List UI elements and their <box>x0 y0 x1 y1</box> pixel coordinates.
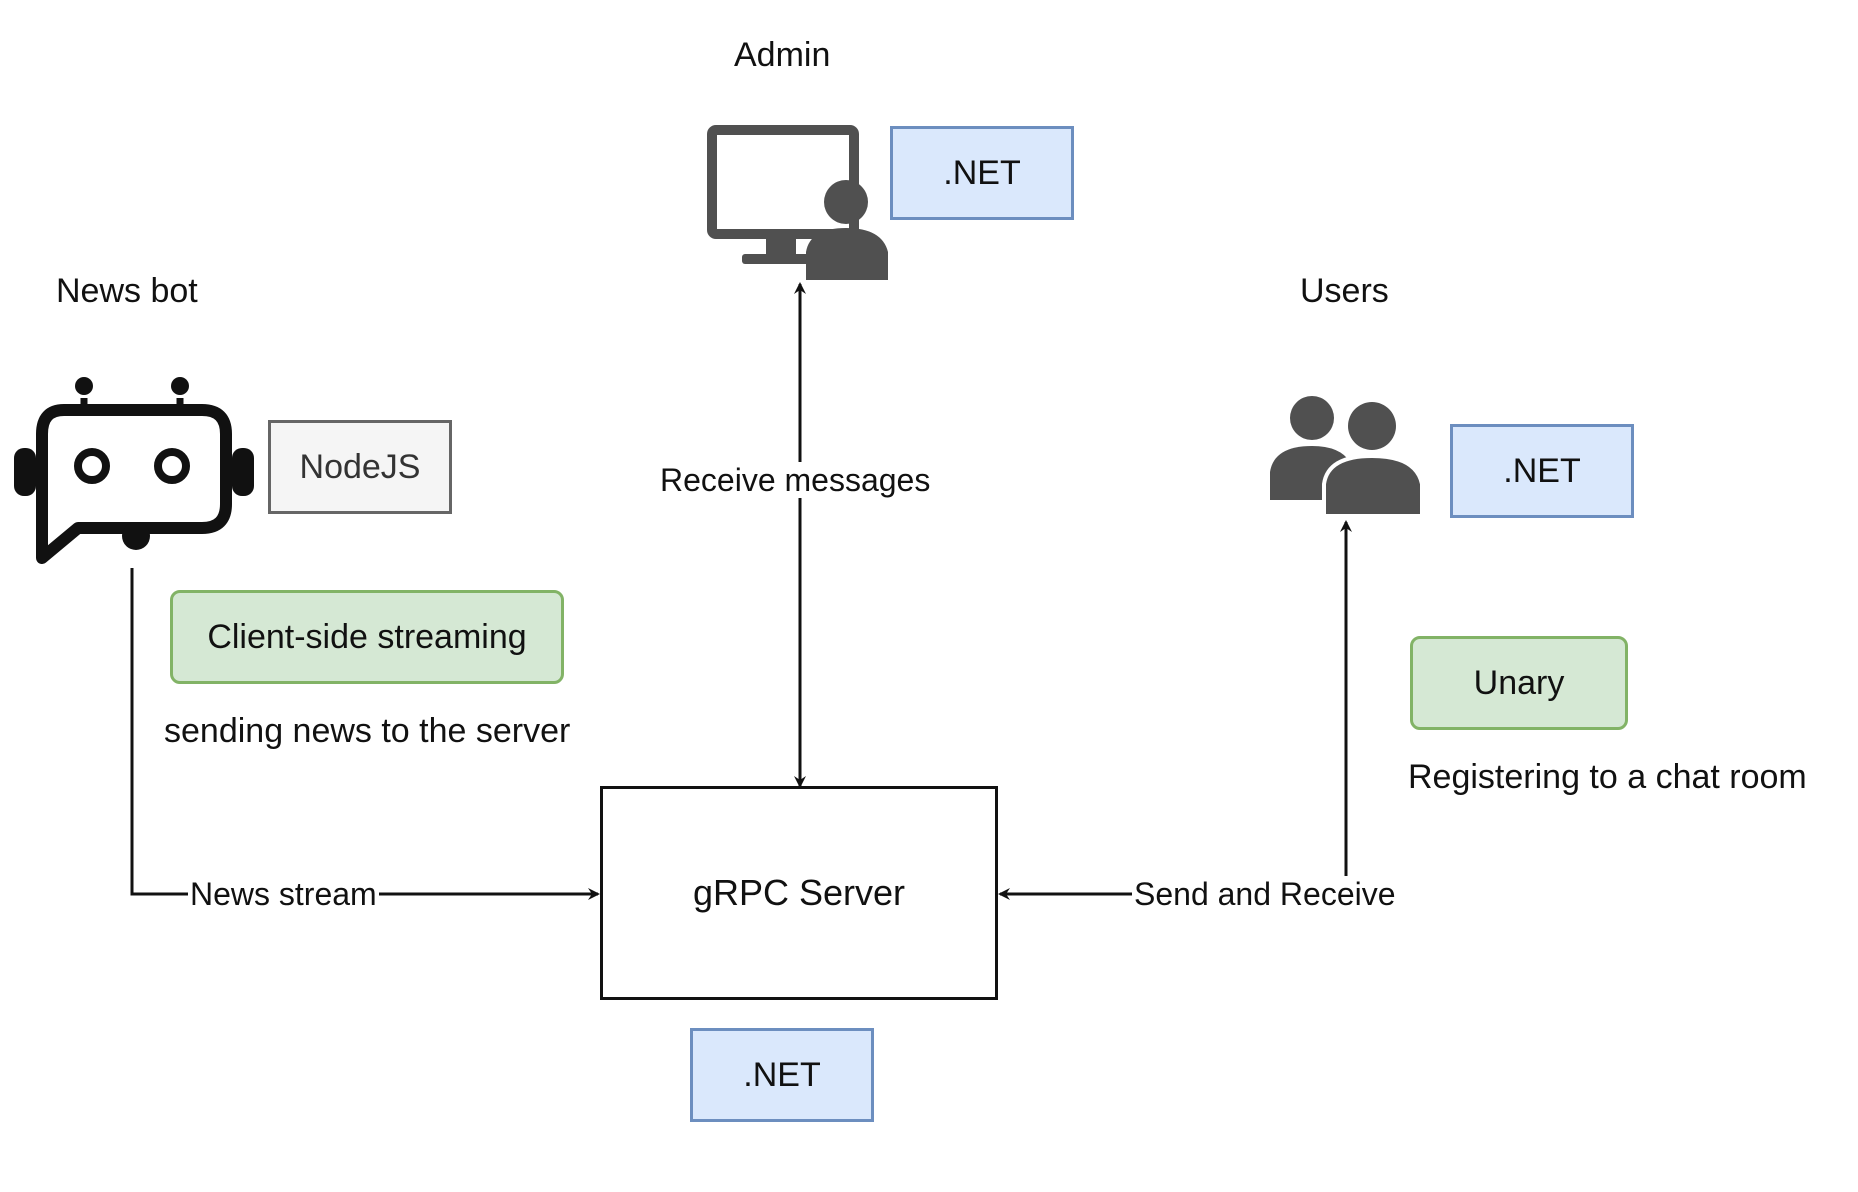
send-receive-arrow <box>998 520 1352 900</box>
grpc-server-box: gRPC Server <box>600 786 998 1000</box>
users-rpc-type-badge: Unary <box>1410 636 1628 730</box>
news-bot-title: News bot <box>56 272 198 310</box>
news-stream-label: News stream <box>188 876 379 912</box>
admin-title: Admin <box>734 36 831 74</box>
receive-messages-label: Receive messages <box>658 462 933 498</box>
send-receive-label: Send and Receive <box>1132 876 1398 912</box>
admin-computer-user-icon <box>707 125 888 280</box>
server-tech-badge: .NET <box>690 1028 874 1122</box>
users-group-icon <box>1270 396 1424 518</box>
news-stream-arrow <box>130 568 600 900</box>
chat-bot-icon <box>14 377 254 564</box>
news-bot-tech-badge: NodeJS <box>268 420 452 514</box>
users-tech-badge: .NET <box>1450 424 1634 518</box>
users-title: Users <box>1300 272 1389 310</box>
users-rpc-description: Registering to a chat room <box>1408 758 1807 796</box>
news-rpc-type-badge: Client-side streaming <box>170 590 564 684</box>
admin-tech-badge: .NET <box>890 126 1074 220</box>
news-rpc-description: sending news to the server <box>164 712 571 750</box>
